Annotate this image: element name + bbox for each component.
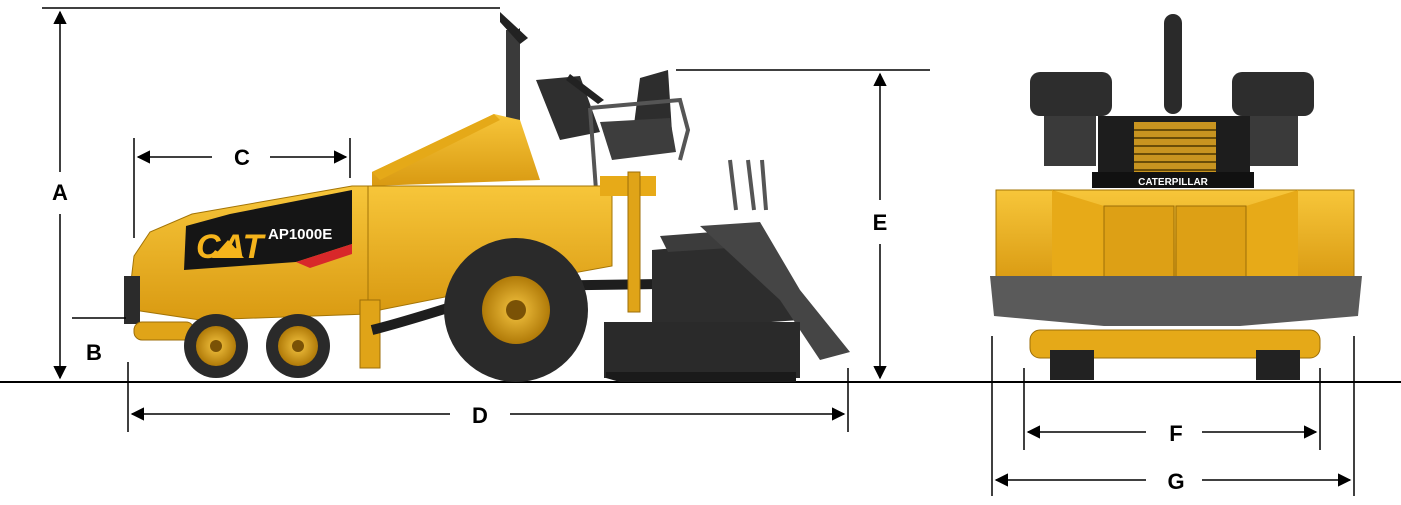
rear-tire-left xyxy=(1050,350,1094,380)
dimension-label-d: D xyxy=(472,403,488,428)
dimension-label-g: G xyxy=(1167,469,1184,494)
side-view-paver: CAT AP1000E xyxy=(124,12,850,382)
drive-wheel xyxy=(444,238,588,382)
dimension-label-f: F xyxy=(1169,421,1182,446)
logo-triangle-icon xyxy=(212,240,244,258)
dimension-annotations xyxy=(42,7,1355,496)
rear-skirt xyxy=(990,276,1362,326)
front-wheel-2 xyxy=(266,314,330,378)
rear-brand-text: CATERPILLAR xyxy=(1138,177,1209,188)
rear-body xyxy=(995,189,1355,283)
dimension-label-a: A xyxy=(52,180,68,205)
dimension-label-b: B xyxy=(86,340,102,365)
rear-tire-right xyxy=(1256,350,1300,380)
dimension-label-e: E xyxy=(873,210,888,235)
rear-view-paver: CATERPILLAR xyxy=(990,14,1362,380)
rear-exhaust-stack xyxy=(1164,14,1182,114)
model-name-text: AP1000E xyxy=(268,226,332,243)
screed-assembly xyxy=(604,159,850,382)
rear-seat-right xyxy=(1232,72,1314,166)
dimension-label-c: C xyxy=(234,145,250,170)
rear-auger xyxy=(1029,329,1321,359)
rear-seat-left xyxy=(1030,72,1112,166)
operator-seat xyxy=(536,70,676,160)
engine-hood xyxy=(372,114,540,186)
front-wheel-1 xyxy=(184,314,248,378)
